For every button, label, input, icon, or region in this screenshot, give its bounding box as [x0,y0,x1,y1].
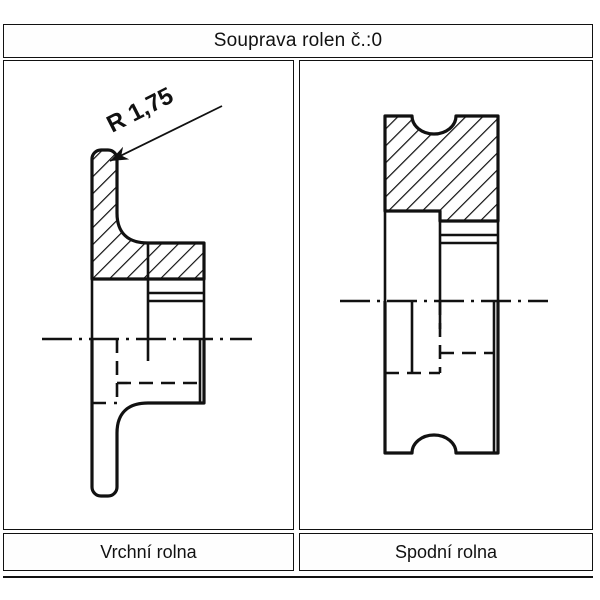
bottom-border-rule [3,576,593,578]
caption-upper-roller: Vrchní rolna [100,541,197,562]
radius-callout: R 1,75 [102,82,223,162]
lower-half-outline [383,301,500,455]
roller-section-hatched [383,114,500,223]
lower-half-outline [90,339,206,498]
hidden-dashed-lines [92,339,200,405]
upper-roller-drawing: R 1,75 [42,82,252,498]
page-title: Souprava rolen č.:0 [213,30,383,51]
radius-label-text: R 1,75 [102,82,177,138]
upper-half-section [383,114,500,223]
upper-hub-outline [90,243,206,339]
lower-vertical-edges [146,339,202,403]
lower-roller-drawing [340,114,548,455]
upper-hub-outline [383,211,500,301]
caption-cell-upper-roller: Vrchní rolna [3,533,294,571]
caption-cell-lower-roller: Spodní rolna [299,533,593,571]
drawing-title-bar: Souprava rolen č.:0 [3,24,593,58]
panel-upper-roller: R 1,75 [3,60,294,530]
caption-lower-roller: Spodní rolna [394,541,498,562]
lower-vertical-edges [410,301,496,453]
panel-lower-roller [299,60,593,530]
hidden-dashed-lines [385,301,494,375]
